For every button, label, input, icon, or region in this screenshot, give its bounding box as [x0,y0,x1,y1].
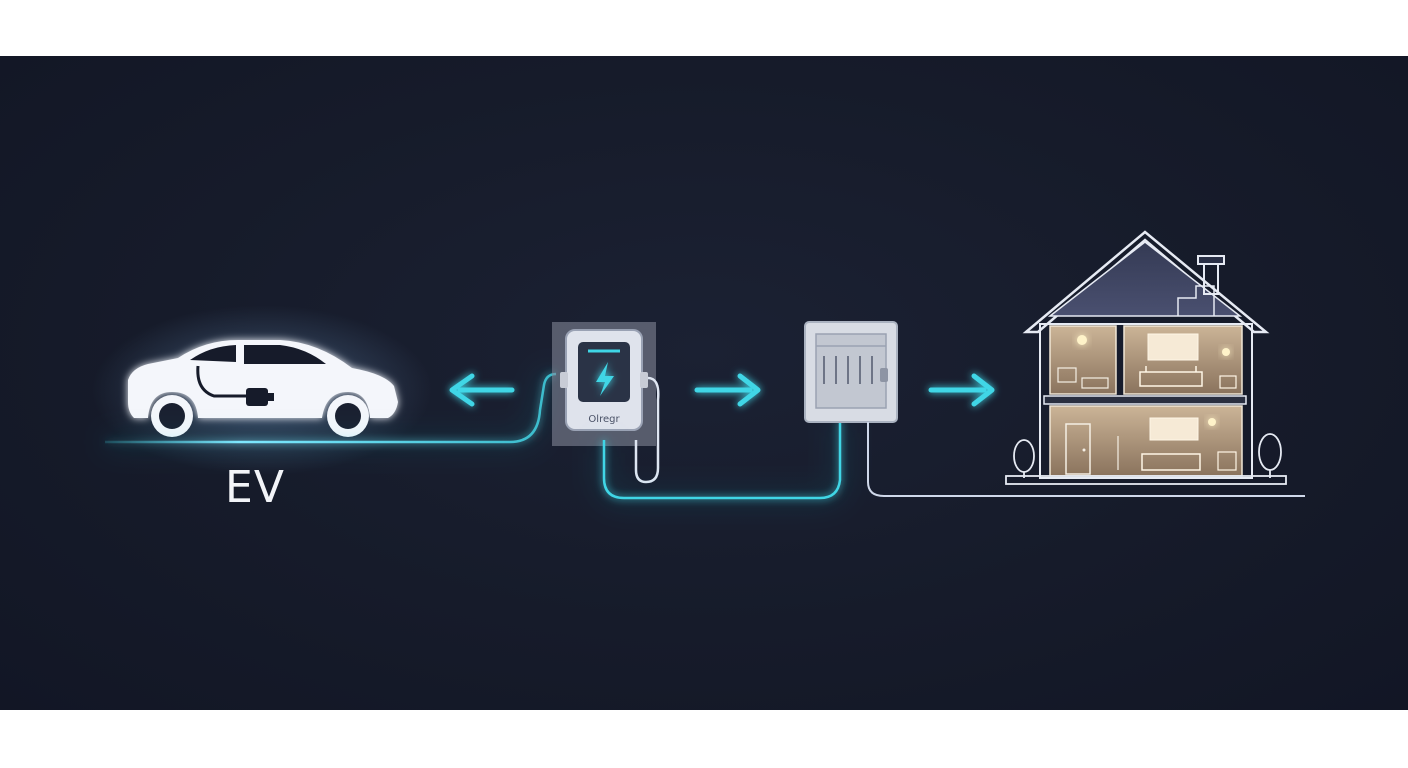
ev-charger-icon: Olregr [552,322,656,446]
arrow-to-car-icon [449,373,515,407]
arrow-to-house-icon [928,373,995,407]
house-icon [1005,230,1287,485]
electrical-panel-icon [804,321,898,423]
lightning-bolt-icon [596,362,614,396]
car-ground-cable [105,371,557,445]
ev-label: EV [225,462,285,513]
panel-to-house-cable [867,422,1305,497]
tree-icon [1013,439,1035,478]
charger-brand-label: Olregr [588,414,620,425]
arrow-to-panel-icon [694,373,761,407]
tree-icon [1258,433,1282,478]
car-icon [92,305,432,475]
charger-cables [601,376,843,501]
